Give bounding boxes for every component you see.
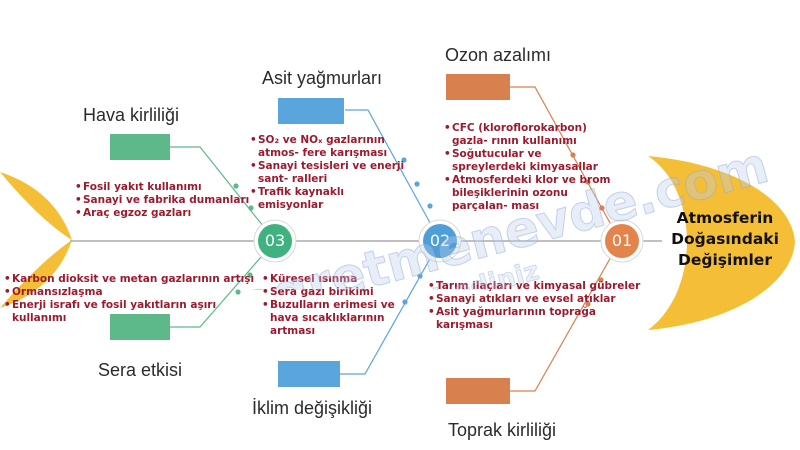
- list-item: Buzulların erimesi ve hava sıcaklıkların…: [262, 299, 422, 338]
- box-toprak: [446, 378, 510, 404]
- title-iklim: İklim değişikliği: [252, 398, 373, 418]
- list-item: Sanayi tesisleri ve enerji sant- ralleri: [250, 160, 405, 186]
- list-sera: Karbon dioksit ve metan gazlarının artış…: [4, 273, 264, 325]
- bone-sera: [170, 240, 276, 328]
- title-toprak: Toprak kirliliği: [448, 420, 557, 440]
- node-03: [258, 224, 292, 258]
- list-item: Asit yağmurlarının toprağa karışması: [428, 306, 653, 332]
- title-ozon: Ozon azalımı: [445, 45, 552, 65]
- list-item: Küresel ısınma: [262, 273, 422, 286]
- list-item: Karbon dioksit ve metan gazlarının artış…: [4, 273, 264, 286]
- list-item: Enerji israfı ve fosil yakıtların aşırı …: [4, 299, 264, 325]
- list-asit: SO₂ ve NOₓ gazlarının atmos- fere karışm…: [250, 134, 405, 212]
- node-02-label: 02: [429, 231, 451, 250]
- box-asit: [278, 98, 344, 124]
- list-iklim: Küresel ısınma Sera gazı birikimi Buzull…: [262, 273, 422, 338]
- list-item: Tarım ilaçları ve kimyasal gübreler: [428, 280, 653, 293]
- box-ozon: [446, 74, 510, 100]
- list-ozon: CFC (kloroflorokarbon) gazla- rının kull…: [444, 122, 612, 213]
- head-title-line: Değişimler: [678, 251, 772, 269]
- node-03-label: 03: [264, 231, 286, 250]
- list-item: Sanayi ve fabrika dumanları: [75, 194, 255, 207]
- list-item: Trafik kaynaklı emisyonlar: [250, 186, 405, 212]
- node-01: [605, 224, 639, 258]
- node-01-label: 01: [611, 231, 633, 250]
- list-item: Sera gazı birikimi: [262, 286, 422, 299]
- title-sera: Sera etkisi: [98, 360, 183, 380]
- list-item: Atmosferdeki klor ve brom bileşiklerinin…: [444, 174, 612, 213]
- fish-tail-upper: [0, 172, 72, 240]
- box-hava: [110, 134, 170, 160]
- title-hava: Hava kirliliği: [83, 105, 180, 125]
- list-toprak: Tarım ilaçları ve kimyasal gübreler Sana…: [428, 280, 653, 332]
- node-02: [423, 224, 457, 258]
- list-item: Araç egzoz gazları: [75, 207, 255, 220]
- list-item: Fosil yakıt kullanımı: [75, 181, 255, 194]
- fish-head: [648, 156, 795, 330]
- list-hava: Fosil yakıt kullanımı Sanayi ve fabrika …: [75, 181, 255, 220]
- list-item: SO₂ ve NOₓ gazlarının atmos- fere karışm…: [250, 134, 405, 160]
- head-title-line: Doğasındaki: [671, 230, 779, 248]
- list-item: CFC (kloroflorokarbon) gazla- rının kull…: [444, 122, 612, 148]
- box-iklim: [278, 361, 340, 387]
- head-title-line: Atmosferin: [676, 209, 774, 227]
- list-item: Soğutucular ve spreylerdeki kimyasallar: [444, 148, 612, 174]
- head-title: Atmosferin Doğasındaki Değişimler: [650, 208, 800, 271]
- list-item: Sanayi atıkları ve evsel atıklar: [428, 293, 653, 306]
- bone-asit: [345, 109, 441, 242]
- list-item: Ormansızlaşma: [4, 286, 264, 299]
- title-asit: Asit yağmurları: [262, 68, 383, 88]
